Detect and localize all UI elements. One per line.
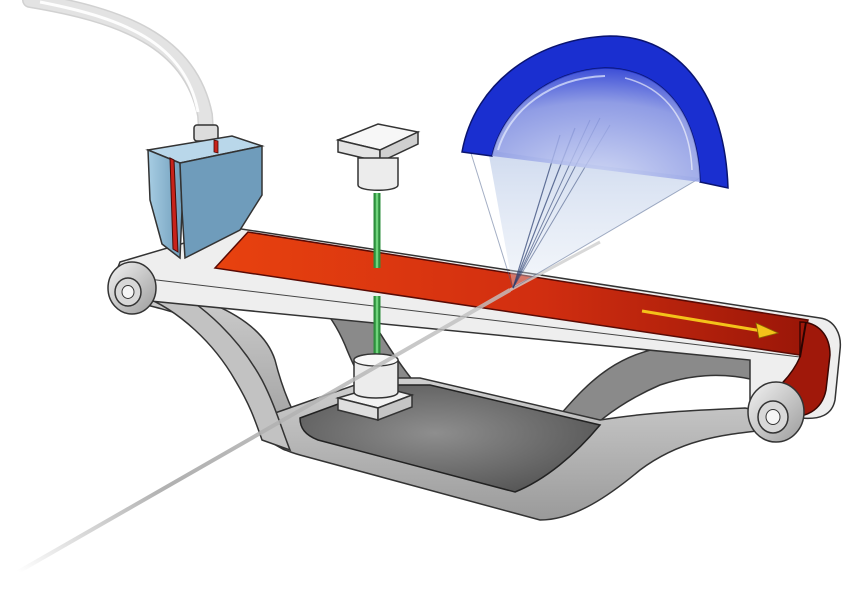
belt-surface [213, 231, 809, 356]
dispensing-nozzle [145, 135, 265, 260]
laser-receiver [335, 353, 415, 422]
right-roller [747, 381, 805, 443]
conveyor-belt [115, 227, 842, 420]
flow-direction-arrow [641, 309, 780, 339]
area-detector [461, 35, 729, 189]
left-roller [107, 261, 157, 315]
x-ray-beam [17, 240, 601, 574]
laser-emitter [335, 123, 421, 191]
